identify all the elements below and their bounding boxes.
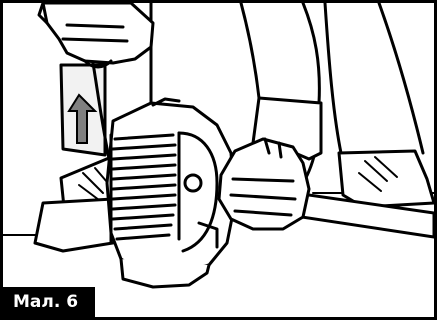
engine-housing xyxy=(107,99,235,287)
right-shoe xyxy=(339,151,434,207)
figure-label: Мал. 6 xyxy=(3,287,95,317)
illustration xyxy=(3,3,434,317)
pulling-hand xyxy=(39,3,153,67)
gripping-hand xyxy=(219,98,321,229)
